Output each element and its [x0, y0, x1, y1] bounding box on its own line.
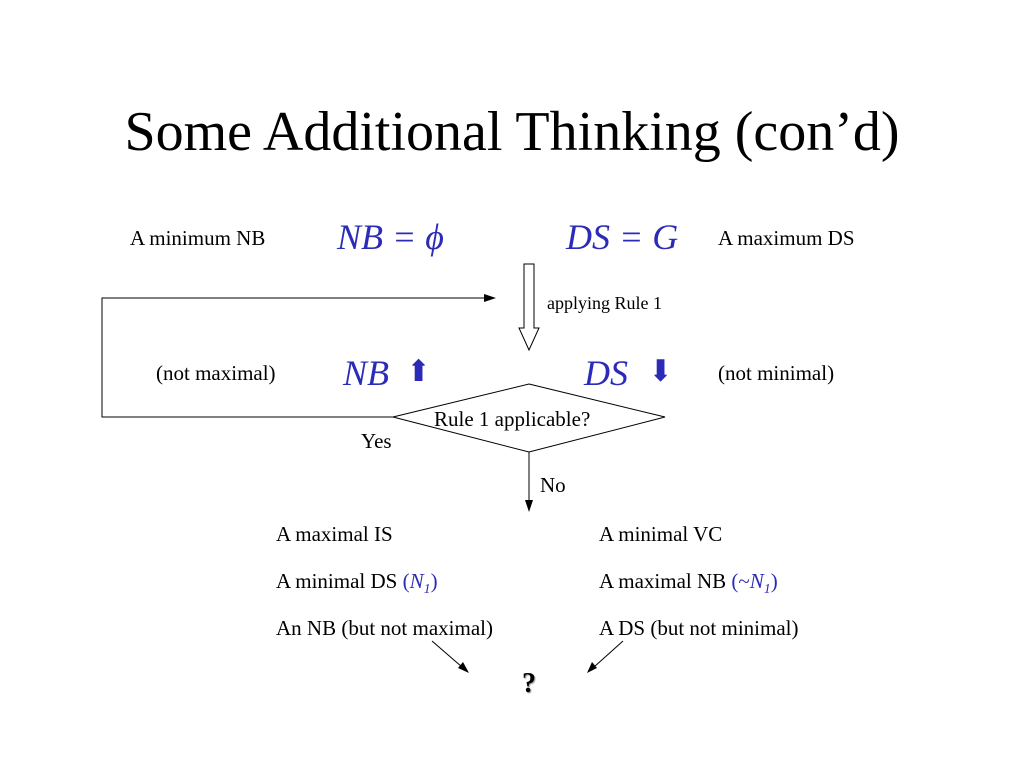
- applying-rule-label: applying Rule 1: [547, 293, 662, 313]
- maximal-nb-label: A maximal NB (~N1): [599, 569, 778, 598]
- ds-not-minimal-label: A DS (but not minimal): [599, 616, 799, 640]
- right-to-question-arrowhead: [587, 662, 597, 673]
- right-to-question-line: [593, 640, 624, 668]
- question-mark: ?: [522, 668, 536, 699]
- yes-label: Yes: [361, 429, 392, 453]
- yes-loop-arrowhead: [484, 294, 496, 302]
- nb-not-maximal-label: An NB (but not maximal): [276, 616, 493, 640]
- not-minimal-label: (not minimal): [718, 361, 835, 385]
- not-maximal-label: (not maximal): [156, 361, 276, 385]
- maximum-ds-label: A maximum DS: [718, 226, 855, 250]
- applying-rule-arrow: [518, 263, 540, 352]
- arrow-down-icon: ⬇: [648, 355, 674, 388]
- left-to-question-arrowhead: [458, 662, 469, 673]
- maximal-is-label: A maximal IS: [276, 522, 393, 546]
- nb-empty-equation: NB = ϕ: [337, 217, 444, 257]
- no-branch-arrowhead: [525, 500, 533, 512]
- left-to-question-line: [431, 640, 463, 668]
- minimum-nb-label: A minimum NB: [130, 226, 266, 250]
- nb-variable: NB: [343, 353, 390, 393]
- decision-text: Rule 1 applicable?: [434, 407, 591, 431]
- minimal-ds-label: A minimal DS (N1): [276, 569, 438, 598]
- arrow-up-icon: ⬆: [406, 355, 432, 388]
- slide-title: Some Additional Thinking (con’d): [124, 101, 900, 163]
- ds-graph-equation: DS = G: [566, 217, 679, 257]
- ds-variable: DS: [584, 353, 628, 393]
- yes-loop-line: [101, 297, 486, 418]
- minimal-vc-label: A minimal VC: [599, 522, 723, 546]
- no-label: No: [540, 473, 566, 497]
